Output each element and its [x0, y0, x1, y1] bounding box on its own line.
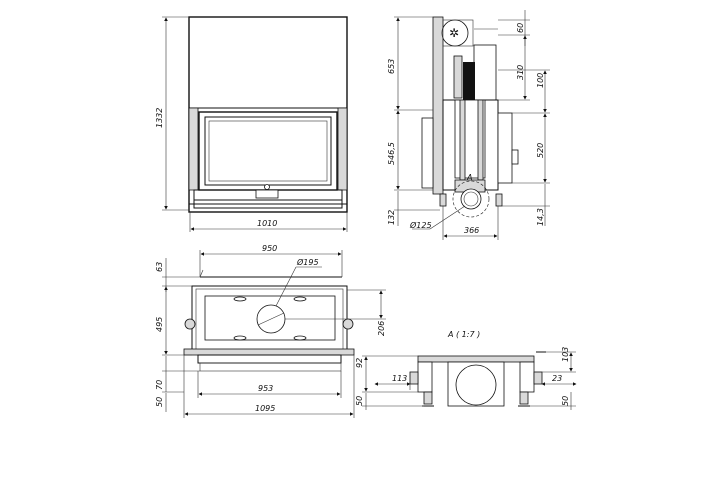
side-dark-column	[463, 62, 475, 100]
plan-clip-bottom-right	[293, 335, 307, 341]
dim-1010-text: 1010	[257, 219, 277, 228]
side-rib-left	[459, 99, 466, 181]
plan-front-rail	[183, 348, 355, 356]
side-fan-box	[442, 19, 474, 47]
side-rib-right	[477, 99, 484, 181]
front-outer-body	[188, 16, 348, 213]
detail-left-bracket	[417, 361, 433, 393]
dim-1332-text: 1332	[155, 108, 164, 128]
dim-63-text: 63	[155, 262, 164, 272]
front-handle-knob	[264, 184, 270, 190]
dim-23-text: 23	[552, 374, 562, 383]
plan-view: 950 Ø195 63 495 70 206 953 50	[155, 244, 386, 418]
plan-right-knob	[342, 318, 354, 330]
front-left-frame	[188, 107, 199, 191]
plan-front-door	[197, 354, 342, 364]
plan-glass-strip	[199, 362, 342, 372]
dim-113-text: 113	[392, 374, 407, 383]
detail-right-clip	[533, 371, 543, 385]
dim-546-text: 546,5	[387, 142, 396, 165]
dim-310-text: 310	[516, 65, 525, 80]
dim-950-text: 950	[262, 244, 277, 253]
detail-right-bracket	[519, 361, 535, 393]
front-base	[193, 199, 343, 209]
dim-d195-text: Ø195	[296, 257, 319, 267]
dim-495-text: 495	[155, 317, 164, 332]
dim-206-text: 206	[377, 321, 386, 336]
detail-a-title: A ( 1:7 )	[447, 330, 480, 339]
side-rear-handle	[511, 149, 519, 165]
plan-top-tab	[199, 269, 204, 278]
dim-92-text: 92	[355, 358, 364, 368]
dim-100-text: 100	[536, 73, 545, 88]
plan-clip-top-right	[293, 296, 307, 302]
side-foot-left	[439, 193, 447, 207]
dim-d125-leader	[429, 205, 466, 230]
side-hatched-plate	[453, 55, 463, 99]
dim-653-text: 653	[387, 59, 396, 74]
dim-103-text: 103	[561, 347, 570, 362]
detail-foot-right	[519, 391, 529, 405]
dim-50-left-text: 50	[355, 396, 364, 406]
side-front-plate	[432, 16, 444, 195]
side-view: ✲ 653 546,5 132 60	[387, 10, 550, 240]
detail-a-circle	[452, 180, 490, 218]
detail-a-view: A ( 1:7 ) 92 113 50 103 23	[355, 330, 577, 410]
detail-a-marker: A	[466, 173, 472, 182]
side-front-panel	[421, 117, 434, 189]
side-foot-right	[495, 193, 503, 207]
side-rear-panel	[497, 112, 513, 184]
front-handle	[255, 189, 279, 199]
side-upper-box	[473, 44, 497, 101]
dim-14-text: 14,3	[536, 208, 545, 226]
dim-1095-text: 1095	[255, 404, 275, 413]
plan-flue-hatch	[257, 312, 285, 326]
detail-flue-outlet	[455, 364, 497, 406]
fan-icon: ✲	[449, 26, 459, 40]
dim-50-right-text: 50	[561, 396, 570, 406]
plan-left-knob	[184, 318, 196, 330]
plan-clip-top-left	[233, 296, 247, 302]
front-glass-outer	[204, 116, 332, 186]
dim-d125-text: Ø125	[409, 220, 432, 230]
front-door	[198, 111, 338, 191]
dim-60-text: 60	[516, 23, 525, 33]
front-right-frame	[337, 107, 348, 191]
dim-50-plan-text: 50	[155, 397, 164, 407]
detail-top-rail	[417, 355, 535, 363]
front-glass-inner	[208, 120, 328, 182]
dim-d195-leader	[275, 266, 297, 307]
dim-70-text: 70	[155, 380, 164, 390]
detail-left-clip	[409, 371, 419, 385]
dim-132-text: 132	[387, 210, 396, 225]
plan-clip-bottom-left	[233, 335, 247, 341]
dim-953-text: 953	[258, 384, 273, 393]
dim-520-text: 520	[536, 143, 545, 158]
side-flue-outlet-inner	[463, 191, 479, 207]
detail-foot-left	[423, 391, 433, 405]
front-view: 1010 1332	[155, 16, 348, 232]
dim-366-text: 366	[464, 226, 479, 235]
